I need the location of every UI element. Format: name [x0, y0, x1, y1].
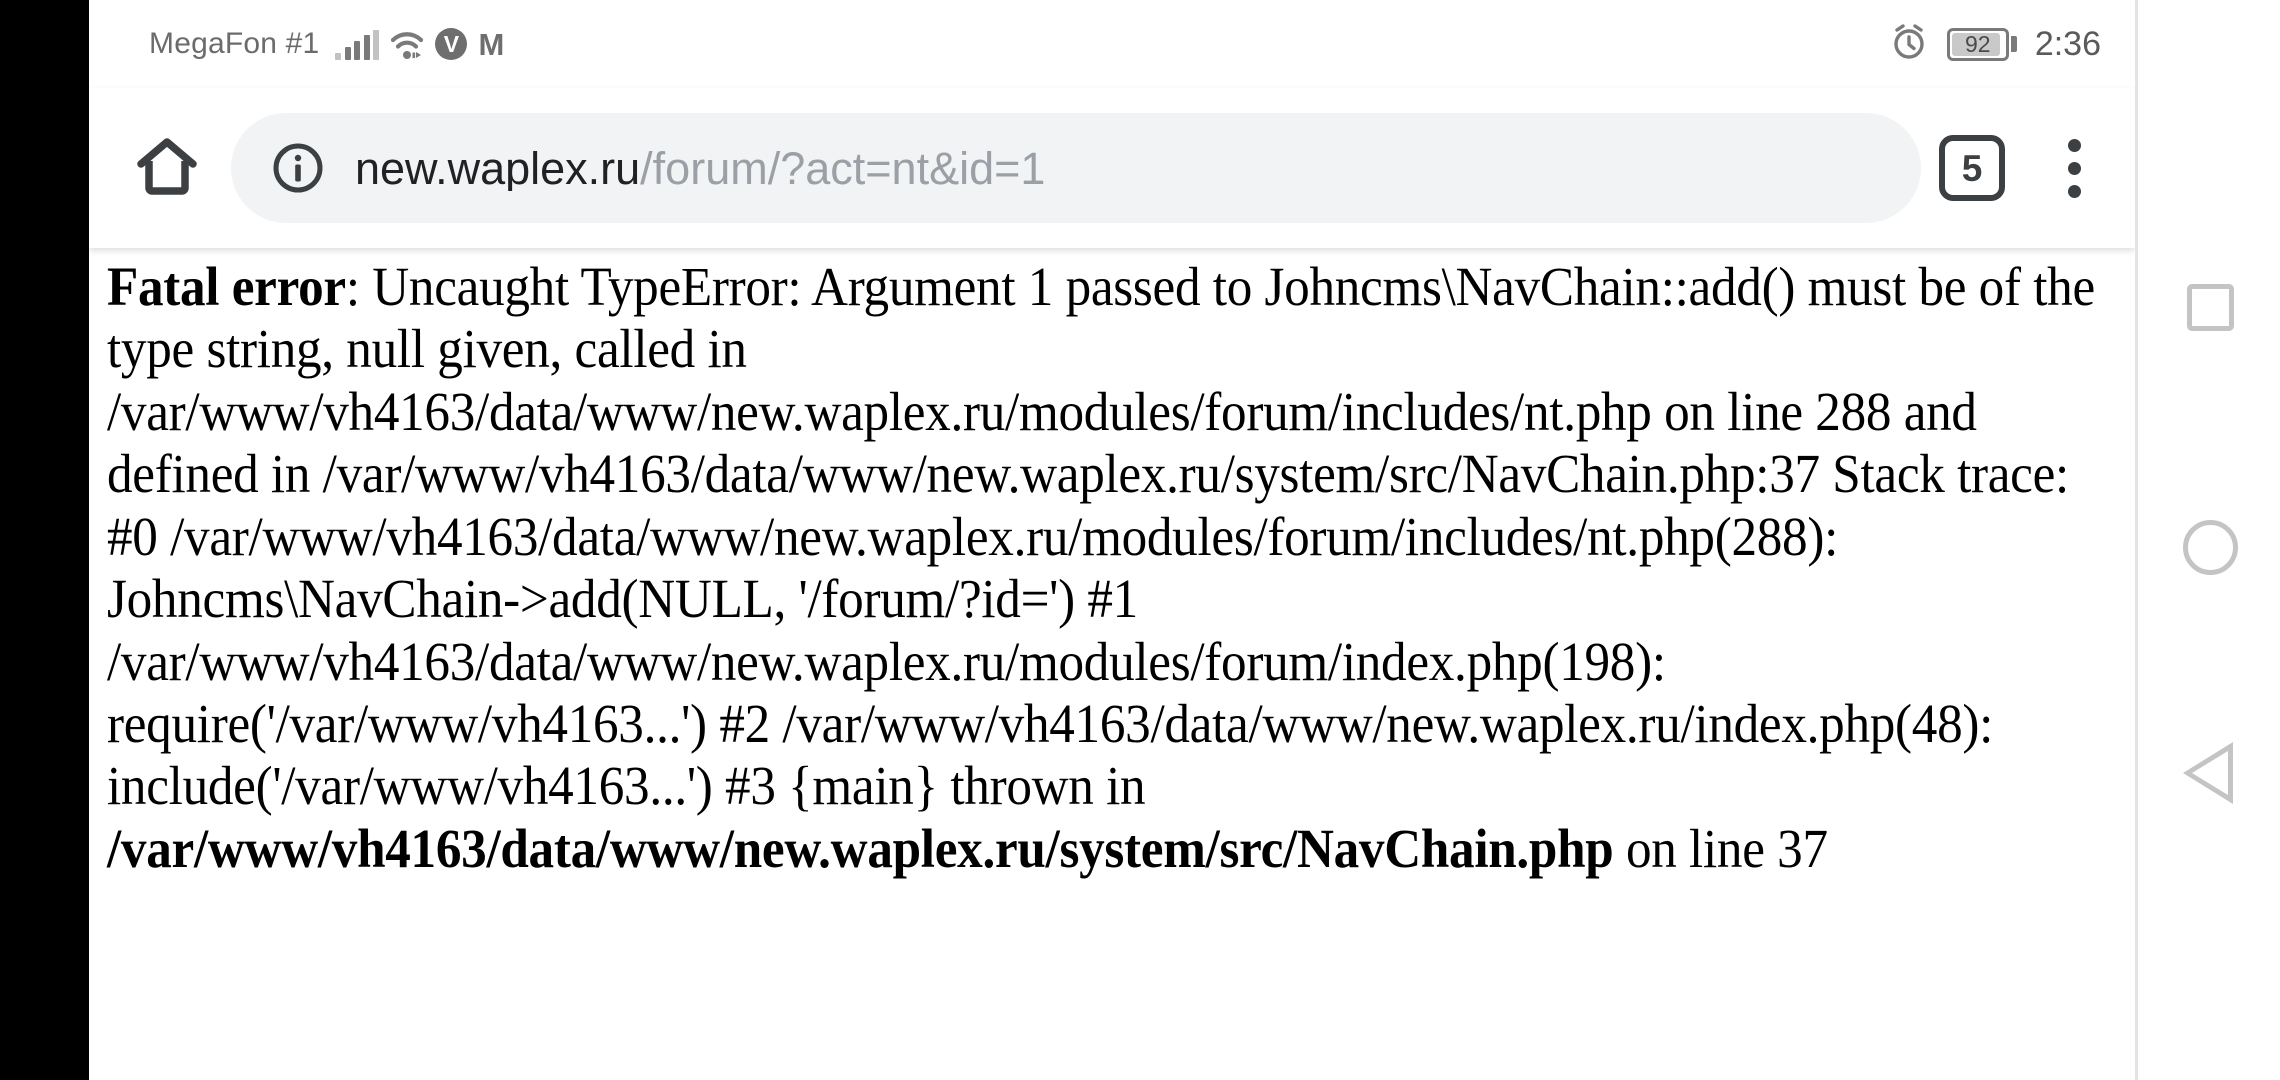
error-file-path: /var/www/vh4163/data/www/new.waplex.ru/s…: [107, 817, 1614, 879]
vpn-v-icon: V: [435, 28, 468, 60]
tab-count-label: 5: [1961, 147, 1983, 189]
error-separator: :: [345, 256, 373, 317]
status-bar-icon-group: V M: [335, 28, 504, 60]
square-recent-apps-icon: [2187, 284, 2234, 331]
url-host: new.waplex.ru: [355, 145, 641, 191]
battery-icon: 92: [1946, 27, 2017, 61]
info-circle-icon[interactable]: [271, 141, 325, 195]
device-bezel-left: [0, 0, 89, 1080]
status-bar-right: 92 2:36: [1889, 22, 2101, 67]
carrier-label: MegaFon #1: [149, 27, 320, 60]
wifi-icon: [390, 30, 424, 60]
php-fatal-error-message: Fatal error: Uncaught TypeError: Argumen…: [107, 256, 2110, 880]
alarm-clock-icon: [1889, 22, 1929, 67]
triangle-back-icon: [2182, 741, 2239, 804]
status-bar: MegaFon #1 V: [89, 0, 2135, 88]
home-nav-button[interactable]: [2138, 475, 2280, 620]
browser-toolbar: new.waplex.ru/forum/?act=nt&id=1 5: [89, 88, 2135, 248]
overflow-menu-icon[interactable]: [2039, 116, 2109, 220]
home-button[interactable]: [115, 116, 219, 220]
battery-percent-label: 92: [1965, 30, 1991, 57]
home-icon: [131, 130, 203, 207]
signal-bars-icon: [335, 30, 380, 60]
url-path: /forum/?act=nt&id=1: [640, 145, 1046, 191]
android-navigation-bar: [2135, 0, 2280, 1080]
page-content: Fatal error: Uncaught TypeError: Argumen…: [89, 248, 2135, 1080]
url-bar[interactable]: new.waplex.ru/forum/?act=nt&id=1: [231, 113, 1921, 223]
m-glyph-icon: M: [478, 27, 505, 62]
back-nav-button[interactable]: [2138, 700, 2280, 845]
recent-apps-button[interactable]: [2138, 235, 2280, 380]
error-label: Fatal error: [107, 256, 346, 317]
error-line-suffix: on line 37: [1613, 817, 1828, 879]
url-text[interactable]: new.waplex.ru/forum/?act=nt&id=1: [355, 146, 1045, 191]
circle-home-icon: [2183, 520, 2238, 575]
error-message-body: Uncaught TypeError: Argument 1 passed to…: [107, 256, 2095, 817]
tab-switcher-button[interactable]: 5: [1939, 135, 2005, 201]
status-bar-left: MegaFon #1 V: [149, 27, 504, 61]
device-viewport: MegaFon #1 V: [89, 0, 2135, 1080]
status-bar-clock: 2:36: [2034, 24, 2101, 63]
